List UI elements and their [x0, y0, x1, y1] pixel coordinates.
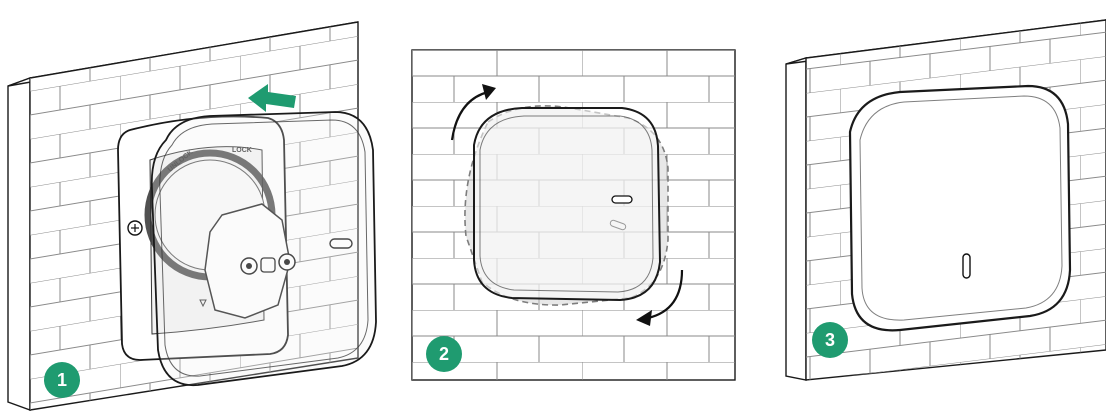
wall-side-1: [8, 78, 30, 410]
status-led: [963, 254, 970, 278]
step-1-panel: UNLOCK LOCK 1: [8, 0, 376, 415]
step-3-badge: 3: [812, 322, 848, 358]
access-point-2: [474, 108, 660, 300]
wall-side-3: [786, 58, 806, 380]
access-point-3: [850, 86, 1070, 330]
step-2-badge: 2: [426, 336, 462, 372]
access-point-transparent: [152, 112, 376, 385]
step-2-panel: 2: [412, 50, 735, 380]
step-1-number: 1: [57, 370, 67, 390]
step-2-number: 2: [439, 344, 449, 364]
step-3-number: 3: [825, 330, 835, 350]
step-1-badge: 1: [44, 362, 80, 398]
step-3-panel: 3: [786, 0, 1106, 400]
